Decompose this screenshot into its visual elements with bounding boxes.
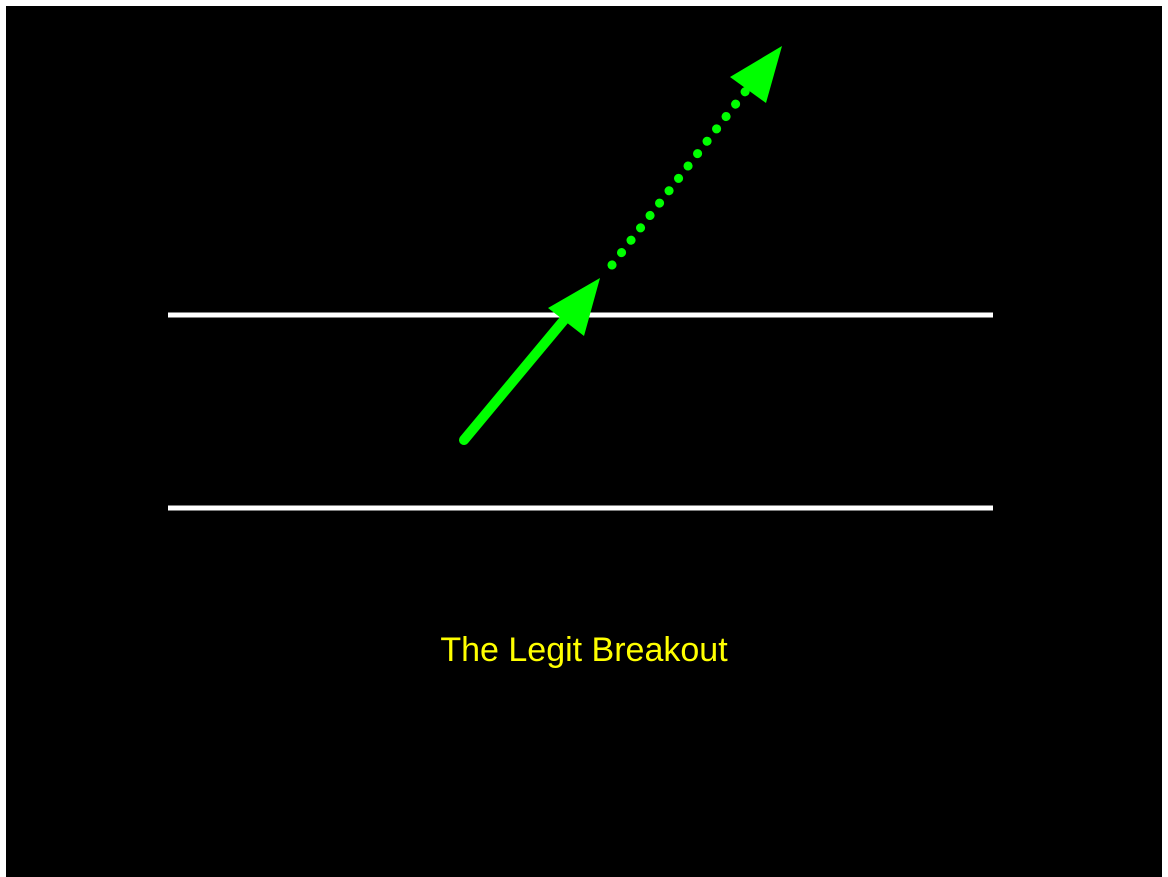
diagram-caption: The Legit Breakout: [440, 631, 728, 669]
projected-path-dotted: [607, 83, 753, 270]
breakout-arrowhead: [548, 278, 600, 336]
diagram-canvas: [6, 6, 1162, 877]
projected-arrowhead: [730, 46, 782, 103]
breakout-arrow-shaft: [459, 315, 569, 445]
